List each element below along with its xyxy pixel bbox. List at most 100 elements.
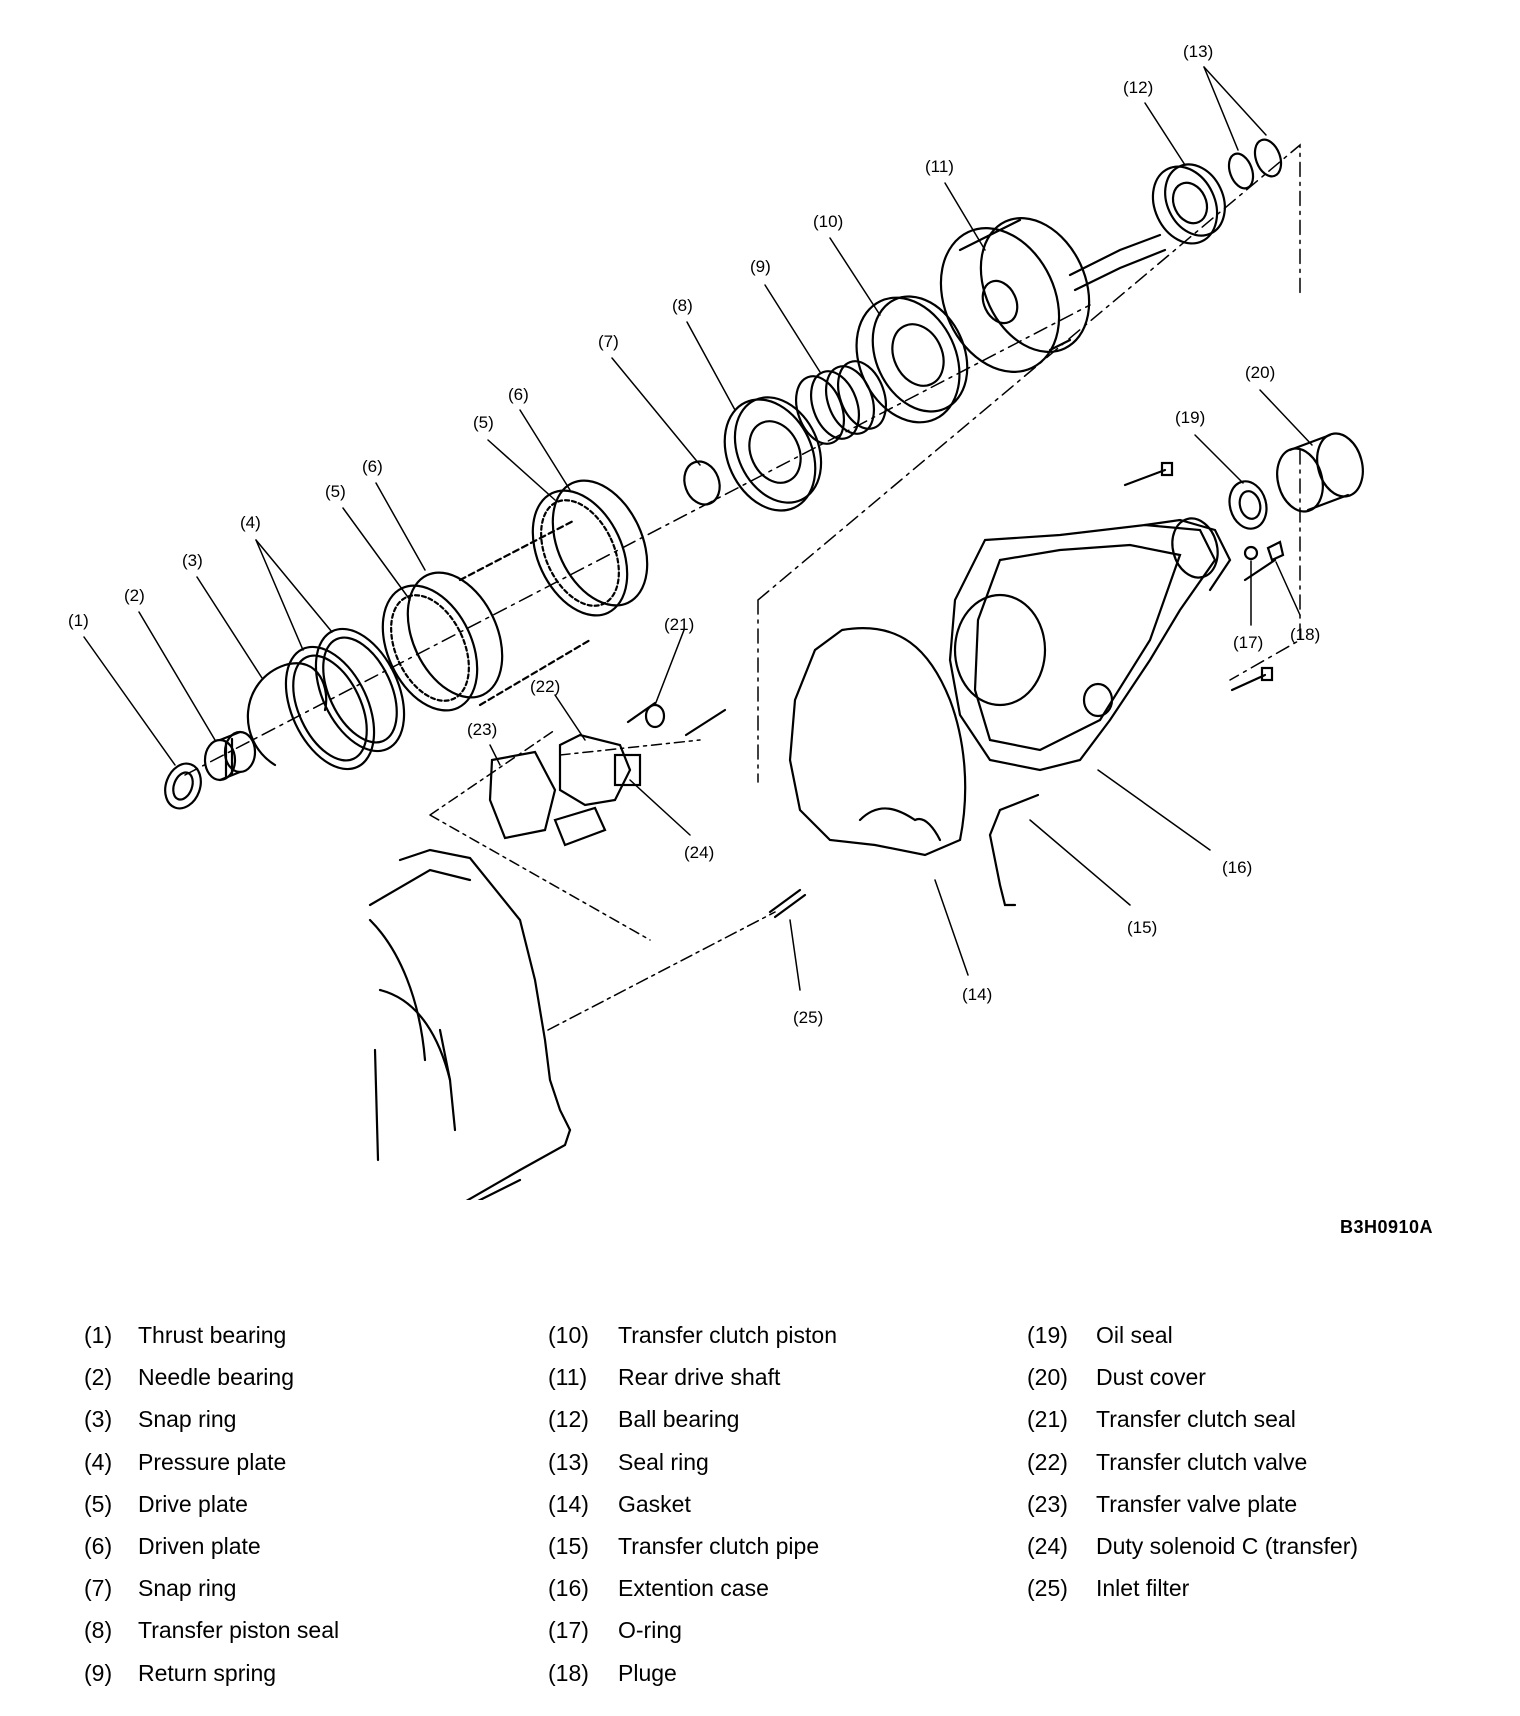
snap-ring-small-part bbox=[683, 460, 721, 506]
legend-item: (14)Gasket bbox=[548, 1491, 837, 1533]
legend-item: (19) Oil seal bbox=[1027, 1322, 1358, 1364]
legend-number: (7) bbox=[84, 1575, 113, 1602]
legend-number: (22) bbox=[1027, 1448, 1068, 1475]
legend-number: (19) bbox=[1027, 1322, 1068, 1348]
legend-number: (6) bbox=[84, 1532, 113, 1559]
oil-seal-part bbox=[1228, 480, 1268, 530]
legend-label: Inlet filter bbox=[1096, 1575, 1190, 1602]
legend-item: (1) Thrust bearing bbox=[84, 1322, 339, 1364]
legend-number: (23) bbox=[1027, 1490, 1068, 1517]
legend-label: Transfer piston seal bbox=[138, 1617, 340, 1644]
legend-item: (25) Inlet filter bbox=[1027, 1575, 1358, 1617]
callout-25: (25) bbox=[793, 1008, 823, 1027]
legend-item: (7) Snap ring bbox=[84, 1575, 339, 1617]
legend-label: Transfer clutch valve bbox=[1096, 1448, 1308, 1475]
callout-8: (8) bbox=[672, 296, 693, 315]
legend-label: Transfer clutch pipe bbox=[618, 1532, 820, 1559]
legend-item: (10)Transfer clutch piston bbox=[548, 1322, 837, 1364]
legend-item: (16) Extention case bbox=[548, 1575, 837, 1617]
legend-label: Thrust bearing bbox=[138, 1322, 287, 1348]
legend-number: (25) bbox=[1027, 1575, 1068, 1602]
legend-item: (9) Return spring bbox=[84, 1660, 339, 1702]
legend-label: Gasket bbox=[618, 1490, 691, 1517]
callout-18: (18) bbox=[1290, 625, 1320, 644]
callout-15: (15) bbox=[1127, 918, 1157, 937]
callout-20: (20) bbox=[1245, 363, 1275, 382]
inlet-filter-part bbox=[547, 888, 807, 1031]
legend-item: (4) Pressure plate bbox=[84, 1449, 339, 1491]
transmission-case-part bbox=[368, 848, 572, 1200]
callout-2: (2) bbox=[124, 586, 145, 605]
callout-6a: (6) bbox=[362, 457, 383, 476]
clutch-plate-pack-part bbox=[381, 479, 649, 712]
gasket-inner bbox=[858, 807, 942, 842]
callout-22: (22) bbox=[530, 677, 560, 696]
ball-bearing-part bbox=[1151, 163, 1226, 245]
legend-item: (20)Dust cover bbox=[1027, 1364, 1358, 1406]
callout-4: (4) bbox=[240, 513, 261, 532]
legend-item: (17) O-ring bbox=[548, 1617, 837, 1659]
legend-label: Duty solenoid C (transfer) bbox=[1096, 1532, 1359, 1559]
callout-24: (24) bbox=[684, 843, 714, 862]
legend-label: Oil seal bbox=[1096, 1322, 1173, 1348]
legend-number: (12) bbox=[548, 1406, 589, 1433]
legend-number: (4) bbox=[84, 1448, 113, 1475]
callout-13: (13) bbox=[1183, 42, 1213, 61]
legend-label: Snap ring bbox=[138, 1575, 237, 1602]
legend-label: Driven plate bbox=[138, 1532, 261, 1559]
legend-item: (24) Duty solenoid C (transfer) bbox=[1027, 1533, 1358, 1575]
legend-number: (17) bbox=[548, 1617, 589, 1644]
legend-item: (12)Ball bearing bbox=[548, 1406, 837, 1448]
legend-label: Extention case bbox=[618, 1575, 769, 1602]
center-line bbox=[184, 304, 1091, 776]
legend-number: (1) bbox=[84, 1322, 113, 1348]
legend-number: (8) bbox=[84, 1617, 113, 1644]
seal-ring-part bbox=[1227, 138, 1283, 190]
legend-item: (5) Drive plate bbox=[84, 1491, 339, 1533]
legend-label: Snap ring bbox=[138, 1406, 237, 1433]
callout-23: (23) bbox=[467, 720, 497, 739]
legend-item: (2) Needle bearing bbox=[84, 1364, 339, 1406]
legend-number: (2) bbox=[84, 1364, 113, 1391]
legend-label: Pressure plate bbox=[138, 1448, 287, 1475]
callout-labels: (1) (2) (3) (4) (5) (6) (5) (6) (7) (8) … bbox=[68, 42, 1320, 1027]
callout-11: (11) bbox=[925, 157, 954, 176]
legend-item: (3)Snap ring bbox=[84, 1406, 339, 1448]
legend-label: Return spring bbox=[138, 1659, 277, 1686]
legend-item: (23)Transfer valve plate bbox=[1027, 1491, 1358, 1533]
snap-ring-part bbox=[246, 662, 328, 767]
legend-item: (22) Transfer clutch valve bbox=[1027, 1449, 1358, 1491]
callout-14: (14) bbox=[962, 985, 992, 1004]
callout-12: (12) bbox=[1123, 78, 1153, 97]
callout-21: (21) bbox=[664, 615, 694, 634]
duty-solenoid-part bbox=[553, 806, 607, 847]
exploded-view-diagram: (1) (2) (3) (4) (5) (6) (5) (6) (7) (8) … bbox=[68, 42, 1364, 1200]
legend-label: Rear drive shaft bbox=[618, 1364, 781, 1391]
legend-number: (9) bbox=[84, 1659, 113, 1686]
legend-label: Seal ring bbox=[618, 1448, 709, 1475]
legend-label: Drive plate bbox=[138, 1490, 248, 1517]
callout-9: (9) bbox=[750, 257, 771, 276]
legend-item: (18)Pluge bbox=[548, 1660, 837, 1702]
legend-label: Dust cover bbox=[1096, 1364, 1206, 1391]
legend-item: (21)Transfer clutch seal bbox=[1027, 1406, 1358, 1448]
valve-frame-line bbox=[429, 729, 701, 941]
callout-5a: (5) bbox=[325, 482, 346, 501]
legend-label: O-ring bbox=[618, 1617, 682, 1644]
legend-label: Needle bearing bbox=[138, 1364, 295, 1391]
transfer-clutch-seal-part bbox=[644, 703, 666, 729]
callout-5b: (5) bbox=[473, 413, 494, 432]
legend-number: (11) bbox=[548, 1364, 588, 1391]
legend-number: (24) bbox=[1027, 1532, 1068, 1559]
legend-label: Transfer clutch piston bbox=[618, 1322, 838, 1348]
callout-10: (10) bbox=[813, 212, 843, 231]
callout-1: (1) bbox=[68, 611, 89, 630]
legend-number: (16) bbox=[548, 1575, 589, 1602]
thrust-bearing-part bbox=[164, 762, 202, 810]
plug-part bbox=[1266, 540, 1285, 562]
callout-6b: (6) bbox=[508, 385, 529, 404]
legend-number: (21) bbox=[1027, 1406, 1068, 1433]
legend-number: (5) bbox=[84, 1490, 113, 1517]
callout-19: (19) bbox=[1175, 408, 1205, 427]
rear-drive-shaft-part bbox=[939, 217, 1167, 373]
